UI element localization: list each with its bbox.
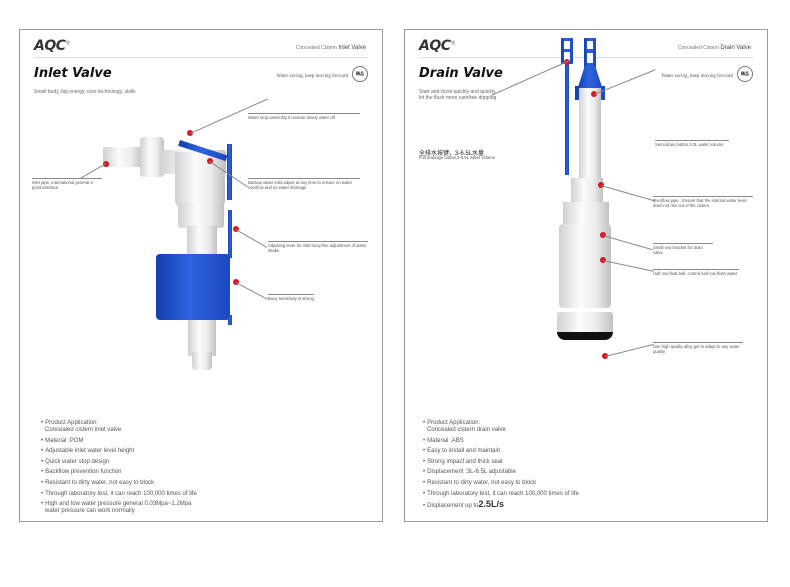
feature-item: Strong impact and thick seal bbox=[423, 459, 579, 466]
feature-item: High and low water pressure general 0.03… bbox=[41, 501, 197, 515]
feature-list: Product Application:Concealed cistern dr… bbox=[423, 420, 579, 514]
slogan: Water saving, keep moving forward bbox=[661, 74, 733, 79]
callout-alloy-gel: Use high quality alloy gel to adapt to a… bbox=[653, 342, 743, 354]
callout-half-row-float: Half row float ball, control half row fl… bbox=[653, 269, 739, 276]
feature-item: Product Application:Concealed cistern dr… bbox=[423, 420, 579, 434]
callout-backup-inlet: Backup water inlet,adjust at any time to… bbox=[248, 178, 360, 190]
callout-line bbox=[600, 185, 655, 202]
feature-item: Displacement :3L-6.5L adjustable bbox=[423, 469, 579, 476]
full-drain-sublabel: Full drainage button,3-6.5L water volume bbox=[419, 155, 495, 160]
full-drain-label: 全排水按键，3-6.5L水量 bbox=[419, 151, 485, 157]
header-divider bbox=[34, 57, 368, 58]
drain-valve-page: AQC® Concealed Cistern Drain Valve Drain… bbox=[404, 29, 768, 522]
callout-line bbox=[594, 69, 656, 95]
page-title: Drain Valve bbox=[419, 66, 503, 81]
slogan: Water saving, keep moving forward bbox=[276, 74, 348, 79]
quality-seal-icon: 精品 bbox=[352, 66, 368, 82]
callout-adjusting-lever: Adjusting lever for inlet buoy,free adju… bbox=[268, 241, 368, 253]
header-category: Concealed Cistern Drain Valve bbox=[677, 45, 751, 51]
callout-line bbox=[605, 343, 654, 357]
callout-line bbox=[235, 229, 268, 248]
header-category: Concealed Cistern Inlet Valve bbox=[295, 45, 366, 51]
callout-water-stop: Water stop assembly to ensure timely wat… bbox=[248, 113, 360, 120]
callout-line bbox=[235, 282, 268, 300]
inlet-valve-page: AQC® Concealed Cistern Inlet Valve Inlet… bbox=[19, 29, 383, 522]
page-subtitle: Start and close quickly and quickly, let… bbox=[419, 89, 497, 101]
feature-item: Easy to install and maintain bbox=[423, 448, 579, 455]
callout-inlet-pipe: Inlet pipe, international general 4-poin… bbox=[32, 178, 102, 190]
quality-seal-icon: 精品 bbox=[737, 66, 753, 82]
feature-item: Material :ABS bbox=[423, 438, 579, 445]
feature-item: Resistant to dirty water, not easy to bl… bbox=[423, 480, 579, 487]
brand-logo: AQC® bbox=[419, 38, 456, 54]
callout-buoy: Buoy sensitivity is strong bbox=[268, 294, 314, 301]
feature-item: Quick water stop design bbox=[41, 459, 197, 466]
feature-item: Backflow prevention function bbox=[41, 469, 197, 476]
callout-small-row-bracket: Small row bracket for drain valve bbox=[653, 243, 713, 255]
callout-semi-drain: Semi-drain button,3-3L water volume bbox=[655, 140, 729, 147]
feature-item: Through laboratory test, it can reach 10… bbox=[41, 491, 197, 498]
feature-list: Product Application:Concealed cistern in… bbox=[41, 420, 197, 519]
callout-overflow-pipe: Overflow pipe , Ensure that the internal… bbox=[653, 196, 753, 208]
feature-item: Product Application:Concealed cistern in… bbox=[41, 420, 197, 434]
feature-item: Through laboratory test, it can reach 10… bbox=[423, 491, 579, 498]
brand-logo: AQC® bbox=[34, 38, 71, 54]
page-title: Inlet Valve bbox=[34, 66, 112, 81]
callout-line bbox=[80, 163, 107, 179]
feature-item: Adjustable inlet water level height bbox=[41, 448, 197, 455]
page-subtitle: Small body, big energy, core technology,… bbox=[34, 89, 136, 95]
feature-item: Material :POM bbox=[41, 438, 197, 445]
feature-item: Displacement up to2.5L/s bbox=[423, 500, 579, 510]
feature-item: Resistant to dirty water, not easy to bl… bbox=[41, 480, 197, 487]
